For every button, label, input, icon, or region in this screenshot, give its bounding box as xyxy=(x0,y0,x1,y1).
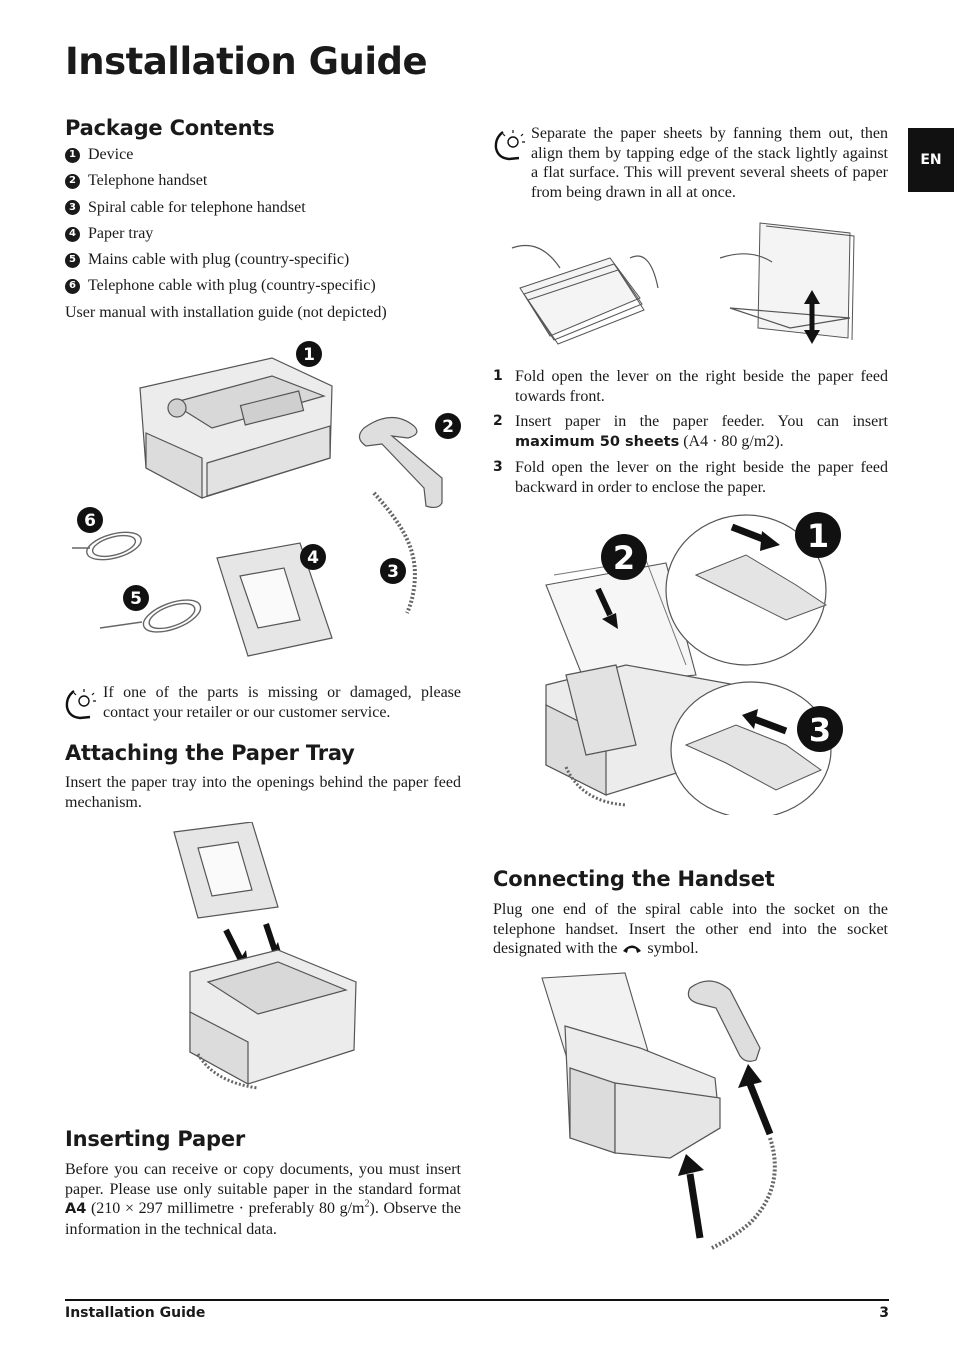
mains-cable-illustration xyxy=(99,599,202,633)
attaching-tray-text: Insert the paper tray into the openings … xyxy=(65,774,461,811)
svg-text:2: 2 xyxy=(613,539,635,577)
paper-tray-illustration xyxy=(216,542,333,657)
callout-1: 1 xyxy=(296,341,322,367)
package-contents-heading: Package Contents xyxy=(65,116,275,140)
missing-parts-tip: If one of the parts is missing or damage… xyxy=(103,684,461,721)
handset-symbol-icon xyxy=(623,945,642,953)
number-badge: 3 xyxy=(65,200,80,216)
callout-6: 6 xyxy=(77,507,103,533)
svg-text:4: 4 xyxy=(307,548,319,568)
paper-tray-attach-figure xyxy=(173,822,357,1090)
spiral-cable-illustration xyxy=(372,491,417,614)
inserting-paper-heading: Inserting Paper xyxy=(65,1127,246,1151)
package-note: User manual with installation guide (not… xyxy=(65,303,387,321)
handset-illustration xyxy=(687,980,761,1062)
zoom-detail-top xyxy=(665,514,828,666)
language-tab: EN xyxy=(908,128,954,192)
svg-text:3: 3 xyxy=(809,711,831,749)
number-badge: 6 xyxy=(65,279,80,295)
zoom-detail-bottom xyxy=(670,681,832,815)
svg-text:6: 6 xyxy=(84,511,96,531)
connecting-handset-text: Plug one end of the spiral cable into th… xyxy=(493,901,888,957)
svg-text:3: 3 xyxy=(387,562,399,582)
connecting-handset-heading: Connecting the Handset xyxy=(493,867,775,891)
handset-illustration xyxy=(358,416,443,509)
svg-text:2: 2 xyxy=(442,417,454,437)
handset-connection-figure xyxy=(541,972,777,1250)
callout-3: 3 xyxy=(797,706,843,752)
telephone-cable-illustration xyxy=(72,531,142,561)
svg-text:5: 5 xyxy=(130,589,142,609)
number-badge: 4 xyxy=(65,226,80,242)
page-number: 3 xyxy=(879,1305,889,1321)
paper-insert-figure: 2 1 3 xyxy=(545,512,843,815)
callout-2: 2 xyxy=(435,413,461,439)
tip-icon xyxy=(65,689,96,720)
callout-2: 2 xyxy=(601,534,647,580)
number-badge: 1 xyxy=(65,147,80,163)
footer-title: Installation Guide xyxy=(65,1305,206,1321)
tip-icon xyxy=(494,130,525,161)
callout-4: 4 xyxy=(300,544,326,570)
number-badge: 2 xyxy=(65,173,80,189)
callout-3: 3 xyxy=(380,558,406,584)
svg-text:1: 1 xyxy=(303,345,315,365)
attaching-tray-heading: Attaching the Paper Tray xyxy=(65,741,355,765)
svg-text:1: 1 xyxy=(807,517,829,555)
fanning-paper-figure xyxy=(511,222,855,345)
callout-1: 1 xyxy=(795,512,841,558)
callout-5: 5 xyxy=(123,585,149,611)
fanning-tip: Separate the paper sheets by fanning the… xyxy=(531,125,888,201)
fax-device-illustration xyxy=(139,357,333,500)
inserting-paper-text: Before you can receive or copy documents… xyxy=(65,1161,462,1238)
package-contents-figure: 1 2 3 4 5 6 xyxy=(72,341,461,657)
number-badge: 5 xyxy=(65,252,80,268)
page-title: Installation Guide xyxy=(65,40,428,83)
footer-divider xyxy=(65,1299,889,1301)
format-bold: A4 xyxy=(65,1201,87,1217)
